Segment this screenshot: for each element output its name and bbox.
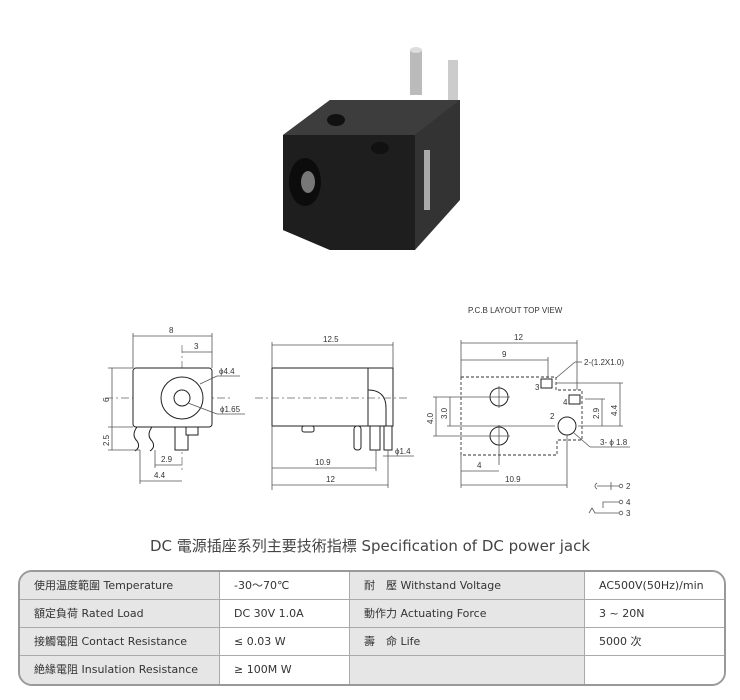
- spec-label: 耐 壓 Withstand Voltage: [350, 572, 585, 599]
- spec-label: 動作力 Actuating Force: [350, 600, 585, 627]
- table-row: 接觸電阻 Contact Resistance ≤ 0.03 W 壽 命 Lif…: [20, 628, 724, 656]
- spec-value: AC500V(50Hz)/min: [585, 572, 724, 599]
- spec-label: 絶緣電阻 Insulation Resistance: [20, 656, 220, 684]
- svg-text:3- ϕ 1.8: 3- ϕ 1.8: [600, 438, 628, 447]
- svg-text:12.5: 12.5: [323, 335, 339, 344]
- svg-text:4: 4: [477, 461, 482, 470]
- svg-text:10.9: 10.9: [315, 458, 331, 467]
- spec-label: 使用温度範圍 Temperature: [20, 572, 220, 599]
- table-row: 絶緣電阻 Insulation Resistance ≥ 100M W: [20, 656, 724, 684]
- svg-text:4.4: 4.4: [610, 404, 619, 416]
- pcb-layout: P.C.B LAYOUT TOP VIEW 12 9 2-(1.2X1.0) 4…: [426, 306, 630, 488]
- svg-text:ϕ4.4: ϕ4.4: [219, 367, 235, 376]
- svg-text:3: 3: [535, 383, 540, 392]
- svg-text:ϕ1.65: ϕ1.65: [220, 405, 241, 414]
- table-row: 額定負荷 Rated Load DC 30V 1.0A 動作力 Actuatin…: [20, 600, 724, 628]
- spec-value: 5000 次: [585, 628, 724, 655]
- svg-text:8: 8: [169, 326, 174, 335]
- svg-text:3.0: 3.0: [440, 407, 449, 419]
- table-row: 使用温度範圍 Temperature -30～70℃ 耐 壓 Withstand…: [20, 572, 724, 600]
- spec-table: 使用温度範圍 Temperature -30～70℃ 耐 壓 Withstand…: [18, 570, 726, 686]
- svg-text:9: 9: [502, 350, 507, 359]
- spec-title: DC 電源插座系列主要技術指標 Specification of DC powe…: [149, 537, 591, 555]
- svg-text:4.4: 4.4: [154, 471, 166, 480]
- svg-text:3: 3: [194, 342, 199, 351]
- spec-label: 壽 命 Life: [350, 628, 585, 655]
- svg-text:10.9: 10.9: [505, 475, 521, 484]
- spec-value: ≤ 0.03 W: [220, 628, 350, 655]
- svg-text:2: 2: [626, 482, 631, 491]
- spec-value: -30～70℃: [220, 572, 350, 599]
- pin-schematic: 2 4 3: [588, 482, 631, 518]
- svg-text:12: 12: [326, 475, 335, 484]
- svg-text:3: 3: [626, 509, 631, 518]
- spec-value: 3 ~ 20N: [585, 600, 724, 627]
- svg-text:2: 2: [550, 412, 555, 421]
- svg-text:4: 4: [626, 498, 631, 507]
- svg-text:2.9: 2.9: [161, 455, 173, 464]
- svg-text:12: 12: [514, 333, 523, 342]
- dc-jack-photo: [283, 47, 460, 250]
- svg-text:P.C.B LAYOUT TOP VIEW: P.C.B LAYOUT TOP VIEW: [468, 306, 563, 315]
- spec-value: [585, 656, 724, 684]
- spec-value: ≥ 100M W: [220, 656, 350, 684]
- svg-text:4.0: 4.0: [426, 412, 435, 424]
- spec-label: 額定負荷 Rated Load: [20, 600, 220, 627]
- svg-text:ϕ1.4: ϕ1.4: [395, 447, 411, 456]
- spec-value: DC 30V 1.0A: [220, 600, 350, 627]
- front-view: 8 3 6 2.5 2.9 4.4 ϕ4.4 ϕ1.65: [102, 326, 245, 484]
- svg-text:2-(1.2X1.0): 2-(1.2X1.0): [584, 358, 624, 367]
- side-view: 12.5 10.9 12 ϕ1.4: [255, 335, 414, 490]
- svg-text:4: 4: [563, 398, 568, 407]
- svg-text:2.9: 2.9: [592, 407, 601, 419]
- spec-label: 接觸電阻 Contact Resistance: [20, 628, 220, 655]
- svg-text:2.5: 2.5: [102, 434, 111, 446]
- spec-label: [350, 656, 585, 684]
- svg-text:6: 6: [102, 397, 111, 402]
